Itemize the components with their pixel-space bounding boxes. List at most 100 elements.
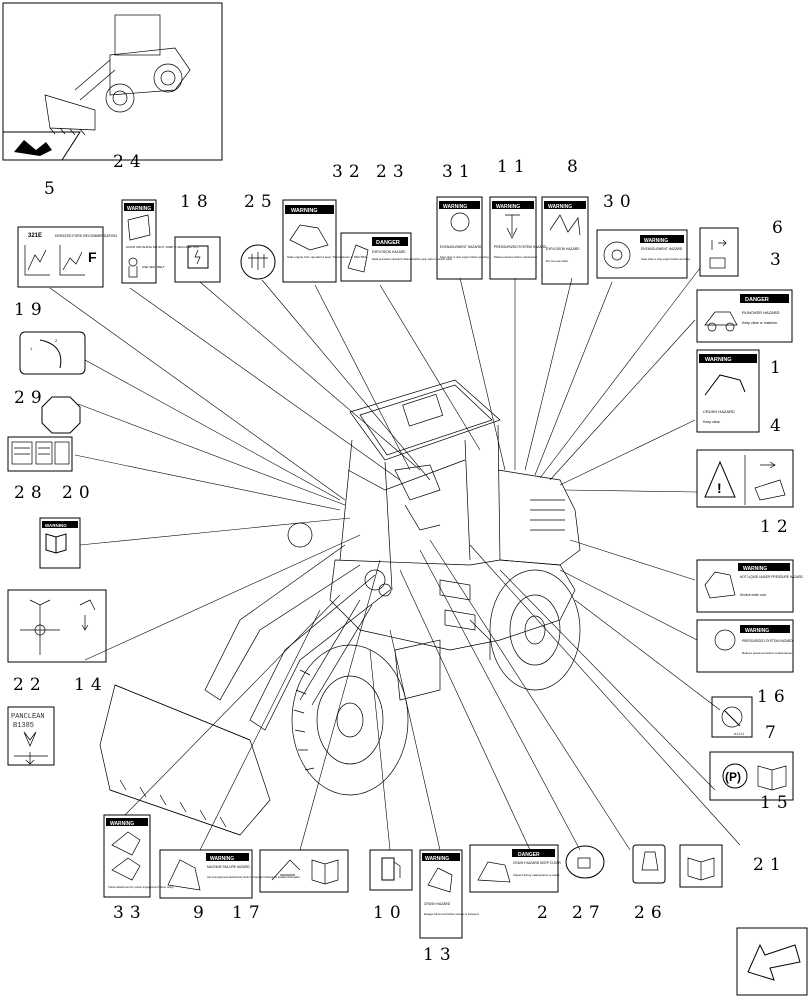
callout-32: 32 [332,162,366,182]
decal-28 [7,436,73,472]
svg-text:MACHINE FAILURE HAZARD: MACHINE FAILURE HAZARD [207,865,251,869]
section-arrow-icon [14,140,52,156]
decal-10 [369,849,413,891]
svg-text:Service when cool.: Service when cool. [740,593,767,597]
svg-text:WARNING: WARNING [45,523,67,528]
callout-31: 31 [442,162,476,182]
decal-16: WARNING PRESSURIZED SYSTEM HAZARD Reliev… [696,619,794,673]
decal-8: WARNING EXPLOSION HAZARD Do not use ethe… [541,196,589,285]
callout-15: 15 [760,793,794,813]
svg-text:PANCLEAN: PANCLEAN [11,713,45,721]
callout-23: 23 [376,162,410,182]
svg-text:WARNING: WARNING [745,628,769,634]
svg-text:a1111: a1111 [734,733,745,737]
svg-text:Keep clear.: Keep clear. [703,420,721,424]
callout-14: 14 [74,675,108,695]
svg-text:Keep clear or stop engine befo: Keep clear or stop engine before servici… [440,255,490,259]
callout-5: 5 [44,179,61,199]
callout-12: 12 [760,517,794,537]
decal-6 [699,227,739,277]
svg-text:EXPLOSION HAZARD: EXPLOSION HAZARD [372,250,406,254]
decal-18 [174,236,221,283]
callout-20: 20 [62,483,96,503]
leader-lines [49,267,741,851]
svg-text:WARNING: WARNING [110,821,134,827]
decal-24: WARNING AVOID CRUSHING DO NOT JUMP IF MA… [121,199,199,284]
svg-text:(P): (P) [725,770,741,784]
svg-text:PRESSURIZED SYSTEM HAZARD: PRESSURIZED SYSTEM HAZARD [742,639,793,643]
decal-7: a1111 [711,696,753,738]
decal-20: WARNING [39,517,81,569]
decal-29 [41,396,81,434]
decal-5-f-glyph: F [88,249,97,265]
svg-text:WARNING: WARNING [644,238,668,244]
svg-text:WARNING: WARNING [496,204,520,210]
callout-25: 25 [244,192,278,212]
decal-9: WARNING MACHINE FAILURE HAZARD Use only … [159,849,301,899]
svg-text:USE SEAT BELT: USE SEAT BELT [142,265,165,269]
decal-32: WARNING Start engine from operator's sea… [282,199,369,283]
svg-text:AVOID CRUSHING DO NOT JUMP IF: AVOID CRUSHING DO NOT JUMP IF MACHINE TI… [126,245,199,249]
callout-3: 3 [770,250,787,270]
svg-text:ENTANGLEMENT HAZARD: ENTANGLEMENT HAZARD [641,247,683,251]
svg-text:HOT LIQUID UNDER PRESSURE HAZA: HOT LIQUID UNDER PRESSURE HAZARD [740,575,804,579]
svg-text:DERATED FORK RECOMMENDATION: DERATED FORK RECOMMENDATION [55,234,117,238]
svg-text:WARNING: WARNING [743,566,767,572]
svg-text:WARNING: WARNING [705,357,732,363]
callout-29: 29 [14,388,48,408]
heater-icon [248,252,268,270]
decal-5: 321E DERATED FORK RECOMMENDATION F [17,226,117,288]
book-icon [757,765,787,791]
svg-text:CRUSH HAZARD KEEP CLEAR: CRUSH HAZARD KEEP CLEAR [513,861,561,865]
svg-text:WARNING: WARNING [443,204,467,210]
fan-icon [23,731,37,747]
callout-7: 7 [765,723,782,743]
decal-4: ! [696,449,794,508]
decal-2: DANGER CRUSH HAZARD KEEP CLEAR Support d… [469,844,561,893]
svg-text:Support during maintenance or: Support during maintenance or repair. [513,873,560,877]
svg-text:Read procedure Operator's Manu: Read procedure Operator's Manual before … [372,257,453,261]
callout-33: 33 [113,903,147,923]
decal-17 [259,849,349,893]
decal-13: WARNING CRUSH HAZARD Engage frame lock b… [419,849,480,939]
svg-text:1: 1 [30,346,33,351]
decal-23: DANGER EXPLOSION HAZARD Read procedure O… [340,232,453,282]
svg-text:Keep clear or machine.: Keep clear or machine. [742,321,778,325]
svg-text:Relieve pressure before mainte: Relieve pressure before maintenance. [494,255,538,259]
callout-22: 22 [13,675,47,695]
decal-22: PANCLEAN B1385 [7,706,55,766]
svg-text:Engage frame lock before servi: Engage frame lock before service or tran… [424,912,480,916]
svg-text:CRUSH HAZARD: CRUSH HAZARD [703,409,735,414]
decal-11: WARNING PRESSURIZED SYSTEM HAZARD Reliev… [489,196,547,280]
callout-4: 4 [770,416,787,436]
svg-text:WARNING: WARNING [291,208,318,214]
lightning-icon [194,249,201,265]
inset-thumbnail [2,2,223,161]
decal-33: WARNING Check attachment for proper enga… [103,814,174,898]
svg-text:WARNING: WARNING [425,856,449,862]
callout-28: 28 [14,483,48,503]
exclamation-glyph: ! [717,480,722,496]
nav-arrow-button[interactable] [736,927,808,996]
decal-26 [632,844,666,884]
svg-text:Do not use ether.: Do not use ether. [546,259,569,263]
svg-text:DANGER: DANGER [376,240,400,246]
book-icon [45,533,67,554]
key-icon [760,461,776,469]
callout-6: 6 [772,218,789,238]
callout-9: 9 [193,903,210,923]
svg-text:321E: 321E [28,233,42,239]
svg-text:Use only approved attachments.: Use only approved attachments. Refer to … [207,876,301,879]
callout-13: 13 [423,945,457,965]
svg-text:WARNING: WARNING [548,204,572,210]
svg-text:RUNOVER HAZARD: RUNOVER HAZARD [742,310,780,315]
decal-30: WARNING ENTANGLEMENT HAZARD Keep clear o… [596,229,691,279]
svg-text:ENTANGLEMENT HAZARD: ENTANGLEMENT HAZARD [440,245,482,249]
decal-3: DANGER RUNOVER HAZARD Keep clear or mach… [696,289,793,343]
fuel-pump-icon [381,857,395,881]
svg-text:CRUSH HAZARD: CRUSH HAZARD [424,902,451,906]
callout-16: 16 [757,687,791,707]
decal-14 [7,589,107,663]
callout-1: 1 [770,358,787,378]
